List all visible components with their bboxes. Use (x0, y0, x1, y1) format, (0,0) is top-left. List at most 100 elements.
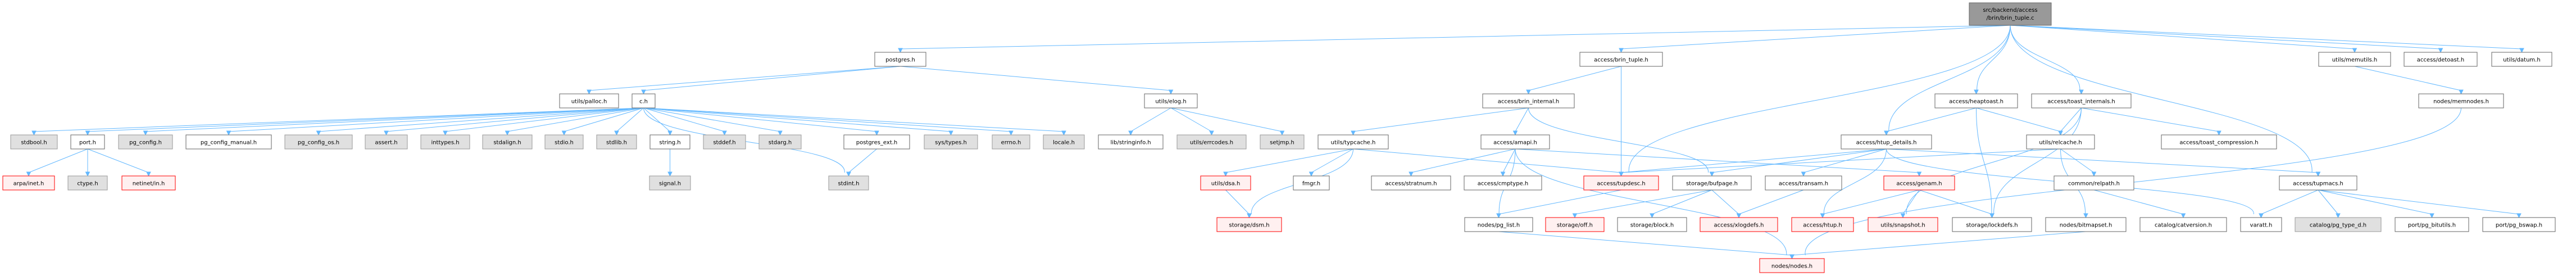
edge-c-h-to-postgres-ext-h (643, 107, 877, 132)
node-layer: src/backend/access/brin/brin_tuple.cpost… (2, 2, 2556, 273)
node-access-detoast-h[interactable]: access/detoast.h (2404, 52, 2478, 67)
node-box (365, 134, 408, 150)
node-access-tupmacs-h[interactable]: access/tupmacs.h (2279, 175, 2357, 191)
edge-access-transam-h-to-access-xlogdefs-h (1738, 189, 1804, 215)
node-nodes-bitmapset-h[interactable]: nodes/bitmapset.h (2045, 217, 2127, 232)
node-lib-stringinfo-h[interactable]: lib/stringinfo.h (1098, 134, 1164, 150)
node-utils-snapshot-h[interactable]: utils/snapshot.h (1868, 217, 1938, 232)
node-arpa-inet-h[interactable]: arpa/inet.h (2, 175, 55, 191)
node-label: stddef.h (713, 140, 735, 146)
arrowhead-icon (2083, 213, 2088, 219)
node-box (2, 175, 55, 191)
node-label: /brin/brin_tuple.c (1986, 15, 2034, 21)
node-netinet-in-h[interactable]: netinet/in.h (121, 175, 176, 191)
node-utils-typcache-h[interactable]: utils/typcache.h (1317, 134, 1389, 150)
node-utils-palloc-h[interactable]: utils/palloc.h (559, 93, 619, 108)
node-access-genam-h[interactable]: access/genam.h (1883, 175, 1955, 191)
node-access-tupdesc-h[interactable]: access/tupdesc.h (1583, 175, 1659, 191)
node-box (1260, 134, 1305, 150)
node-common-relpath-h[interactable]: common/relpath.h (2053, 175, 2134, 191)
node-access-heaptoast-h[interactable]: access/heaptoast.h (1934, 93, 2018, 108)
arrowhead-icon (722, 130, 727, 136)
node-port-pg-bswap-h[interactable]: port/pg_bswap.h (2482, 217, 2556, 232)
node-sys-types-h: sys/types.h (924, 134, 978, 150)
edge-port-h-to-netinet-in-h (87, 148, 149, 173)
node-nodes-memnodes-h[interactable]: nodes/memnodes.h (2418, 93, 2504, 108)
node-catalog-catversion-h[interactable]: catalog/catversion.h (2139, 217, 2227, 232)
edge-c-h-to-inttypes-h (445, 107, 644, 132)
node-label: utils/errcodes.h (1190, 140, 1233, 146)
edge-utils-typcache-h-to-access-tupdesc-h (1353, 148, 1621, 173)
arrowhead-icon (85, 130, 90, 136)
node-access-brin-internal-h[interactable]: access/brin_internal.h (1482, 93, 1575, 108)
arrowhead-icon (1128, 130, 1133, 136)
node-pg-config-manual-h[interactable]: pg_config_manual.h (185, 134, 272, 150)
node-box (649, 134, 690, 150)
node-utils-dsa-h[interactable]: utils/dsa.h (1200, 175, 1251, 191)
node-label: varatt.h (2250, 223, 2273, 229)
node-box (2240, 217, 2282, 232)
node-box (2031, 93, 2132, 108)
node-string-h[interactable]: string.h (649, 134, 690, 150)
node-label: access/detoast.h (2417, 57, 2464, 64)
edge-root-to-utils-memutils-h (2010, 25, 2355, 49)
node-label: storage/off.h (1557, 223, 1593, 229)
node-access-htup-h[interactable]: access/htup.h (1791, 217, 1854, 232)
node-postgres-h[interactable]: postgres.h (874, 52, 926, 67)
edge-storage-bufpage-h-to-access-xlogdefs-h (1711, 189, 1739, 215)
node-access-toast-internals-h[interactable]: access/toast_internals.h (2031, 93, 2132, 108)
edge-c-h-to-stdalign-h (507, 107, 644, 132)
node-access-htup-details-h[interactable]: access/htup_details.h (1841, 134, 1932, 150)
node-access-transam-h[interactable]: access/transam.h (1765, 175, 1842, 191)
node-access-xlogdefs-h[interactable]: access/xlogdefs.h (1700, 217, 1778, 232)
node-label: signal.h (659, 181, 681, 187)
node-access-amapi-h[interactable]: access/amapi.h (1480, 134, 1550, 150)
arrowhead-icon (1820, 213, 1825, 219)
node-postgres-ext-h[interactable]: postgres_ext.h (843, 134, 910, 150)
node-storage-lockdefs-h[interactable]: storage/lockdefs.h (1952, 217, 2032, 232)
edge-access-htup-details-h-to-access-tupdesc-h (1621, 148, 1887, 173)
node-c-h[interactable]: c.h (631, 93, 656, 108)
edge-access-tupdesc-h-to-nodes-pg-list-h (1498, 189, 1621, 215)
node-box (121, 175, 176, 191)
node-label: utils/memutils.h (2332, 57, 2378, 64)
node-utils-relcache-h[interactable]: utils/relcache.h (2026, 134, 2095, 150)
node-utils-elog-h[interactable]: utils/elog.h (1144, 93, 1198, 108)
node-label: access/tupdesc.h (1597, 181, 1645, 187)
node-access-cmptype-h[interactable]: access/cmptype.h (1464, 175, 1542, 191)
node-port-pg-bitutils-h[interactable]: port/pg_bitutils.h (2395, 217, 2469, 232)
node-nodes-pg-list-h[interactable]: nodes/pg_list.h (1464, 217, 1533, 232)
node-storage-block-h[interactable]: storage/block.h (1617, 217, 1687, 232)
node-varatt-h[interactable]: varatt.h (2240, 217, 2282, 232)
arrowhead-icon (667, 171, 673, 177)
node-storage-dsm-h[interactable]: storage/dsm.h (1216, 217, 1282, 232)
node-access-brin-tuple-h[interactable]: access/brin_tuple.h (1579, 52, 1663, 67)
node-box (843, 134, 910, 150)
arrowhead-icon (1223, 171, 1228, 177)
node-port-h[interactable]: port.h (70, 134, 105, 150)
node-storage-off-h[interactable]: storage/off.h (1545, 217, 1605, 232)
node-utils-datum-h[interactable]: utils/datum.h (2491, 52, 2552, 67)
node-nodes-nodes-h[interactable]: nodes/nodes.h (1759, 258, 1825, 273)
edge-utils-typcache-h-to-utils-dsa-h (1225, 148, 1353, 173)
node-stdalign-h: stdalign.h (482, 134, 533, 150)
node-label: pg_config.h (129, 140, 162, 146)
node-access-stratnum-h[interactable]: access/stratnum.h (1371, 175, 1451, 191)
node-access-toast-compression-h[interactable]: access/toast_compression.h (2161, 134, 2277, 150)
node-label: c.h (639, 99, 648, 105)
node-box (631, 93, 656, 108)
node-fmgr-h[interactable]: fmgr.h (1293, 175, 1330, 191)
arrowhead-icon (641, 89, 646, 95)
arrowhead-icon (614, 130, 619, 136)
arrowhead-icon (846, 171, 851, 177)
node-utils-memutils-h[interactable]: utils/memutils.h (2318, 52, 2391, 67)
arrowhead-icon (1008, 130, 1014, 136)
edge-access-brin-internal-h-to-access-amapi-h (1515, 107, 1529, 132)
node-label: stdalign.h (493, 140, 521, 146)
node-label: utils/relcache.h (2039, 140, 2082, 146)
node-storage-bufpage-h[interactable]: storage/bufpage.h (1672, 175, 1752, 191)
node-label: access/amapi.h (1493, 140, 1537, 146)
node-label: port/pg_bitutils.h (2408, 223, 2456, 229)
edge-postgres-h-to-utils-elog-h (900, 66, 1171, 91)
